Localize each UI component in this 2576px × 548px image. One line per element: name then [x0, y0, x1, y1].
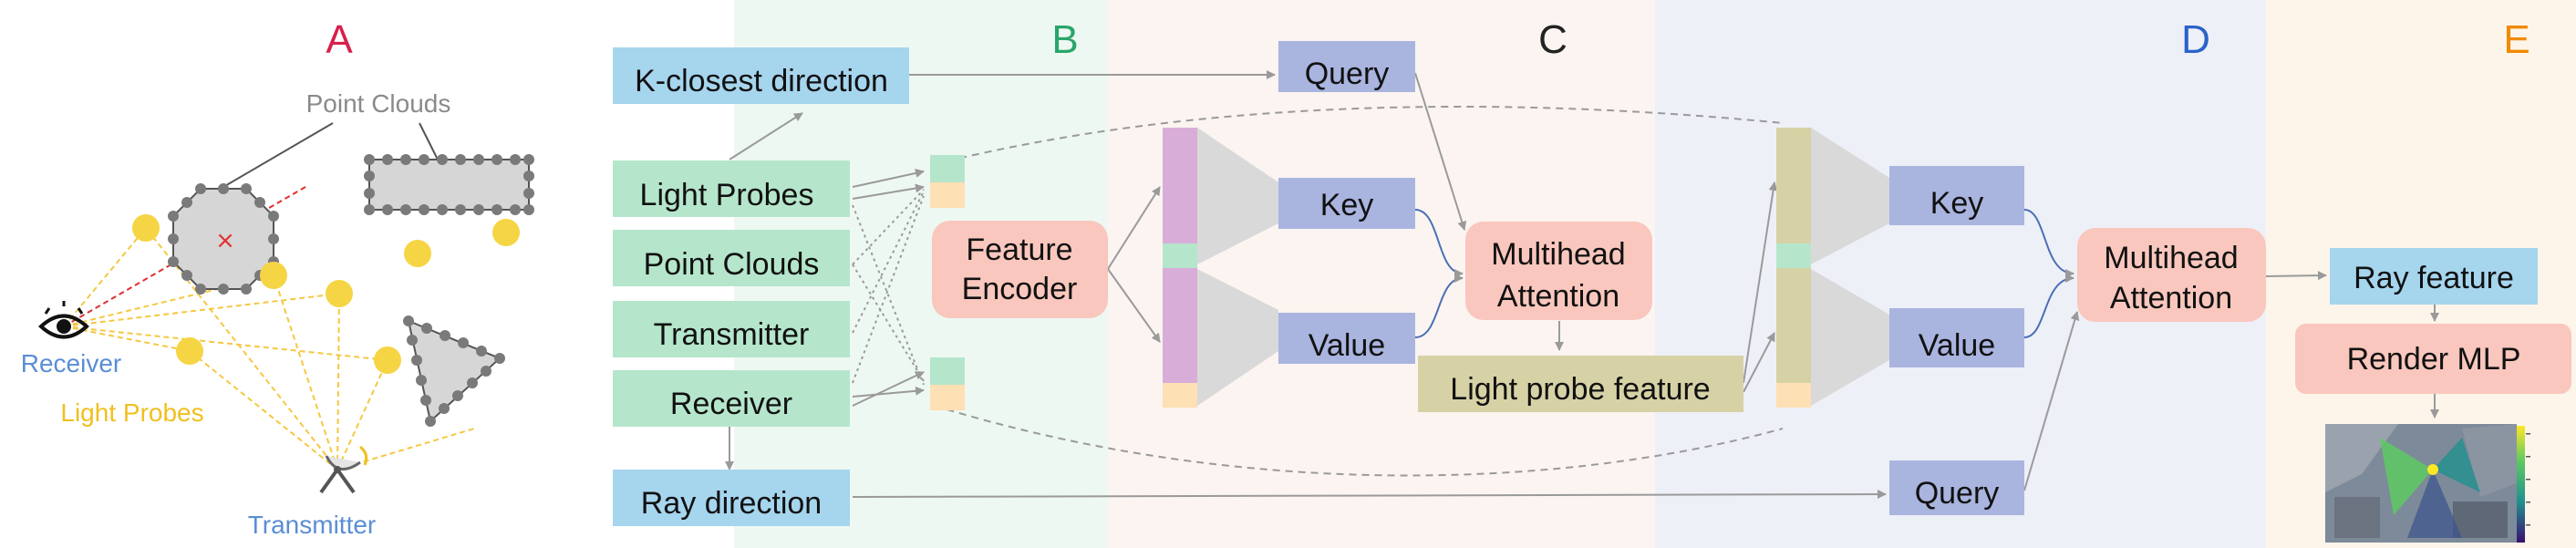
key-label-d: Key: [1930, 186, 1984, 221]
feature-bar-middle: [1163, 243, 1197, 268]
ray-feature-label: Ray feature: [2354, 261, 2514, 295]
svg-text:×: ×: [215, 227, 235, 254]
point-clouds-box: [613, 230, 850, 286]
panel-b-letter: B: [1051, 17, 1078, 62]
value-box-d: [1889, 308, 2024, 367]
point-clouds-input-label: Point Clouds: [644, 247, 820, 282]
light-probe-bar-upper: [1776, 128, 1811, 243]
multihead-attention-label-c-line1: Multihead: [1491, 237, 1625, 272]
key-box-c: [1278, 178, 1415, 229]
render-mlp-label: Render MLP: [2347, 342, 2521, 377]
receiver-label: Receiver: [21, 349, 121, 377]
query-label-c: Query: [1305, 57, 1390, 91]
value-projection-d: [1811, 269, 1889, 406]
feature-bar-lower: [1163, 268, 1197, 383]
transmitter-box: [613, 301, 850, 357]
query-box-c: [1278, 41, 1415, 92]
eye-icon: [38, 301, 89, 339]
k-closest-direction-label: K-closest direction: [635, 64, 888, 98]
feature-bar-upper: [1163, 128, 1197, 243]
light-probe-bar-bottom: [1776, 383, 1811, 408]
k-closest-direction-box: [613, 47, 909, 104]
panel-d-letter: D: [2181, 17, 2210, 62]
token-green-upper: [930, 155, 965, 182]
antenna-icon: [319, 445, 368, 494]
transmitter-label: Transmitter: [248, 511, 377, 539]
receiver-box: [613, 370, 850, 427]
connectors: [725, 70, 2439, 500]
scene-illustration: Point Clouds ×: [21, 89, 534, 539]
query-label-d: Query: [1915, 476, 2000, 511]
multihead-attention-label-d-line2: Attention: [2110, 281, 2232, 315]
ray-direction-box: [613, 470, 850, 526]
render-mlp-box: [2295, 324, 2571, 394]
query-box-d: [1889, 460, 2024, 515]
panel-c-letter: C: [1538, 17, 1567, 62]
token-green-lower: [930, 357, 965, 385]
panel-e-letter: E: [2503, 17, 2529, 62]
key-label-c: Key: [1320, 188, 1374, 222]
value-label-c: Value: [1309, 328, 1385, 363]
ray-direction-label: Ray direction: [641, 486, 822, 521]
value-projection: [1197, 269, 1278, 406]
value-box-c: [1278, 313, 1415, 364]
multihead-attention-box-d: [2077, 228, 2266, 322]
light-probe-feature-label: Light probe feature: [1450, 372, 1710, 407]
key-box-d: [1889, 166, 2024, 225]
receiver-input-label: Receiver: [670, 387, 792, 421]
token-orange-lower: [930, 385, 965, 410]
render-output-image: [2325, 424, 2530, 543]
key-projection: [1197, 128, 1278, 264]
light-probes-label: Light Probes: [60, 398, 203, 427]
light-probe-feature-box: [1418, 356, 1743, 412]
light-probes-box: [613, 160, 850, 217]
multihead-attention-label-c-line2: Attention: [1497, 279, 1619, 314]
point-clouds-label: Point Clouds: [306, 89, 451, 118]
feature-encoder-label-line2: Encoder: [962, 272, 1078, 306]
feature-encoder-box: [932, 221, 1108, 318]
multihead-attention-box-c: [1465, 222, 1652, 320]
feature-bar-bottom: [1163, 383, 1197, 408]
key-projection-d: [1811, 128, 1889, 264]
ray-feature-box: [2330, 248, 2538, 305]
light-probe-bar-lower: [1776, 268, 1811, 383]
multihead-attention-label-d-line1: Multihead: [2104, 241, 2238, 275]
transmitter-input-label: Transmitter: [654, 317, 810, 352]
light-probes-input-label: Light Probes: [640, 178, 814, 212]
feature-encoder-label-line1: Feature: [966, 233, 1072, 267]
value-label-d: Value: [1919, 328, 1995, 363]
token-orange-upper: [930, 182, 965, 208]
panel-a-letter: A: [326, 17, 353, 62]
light-probe-bar-middle: [1776, 243, 1811, 268]
